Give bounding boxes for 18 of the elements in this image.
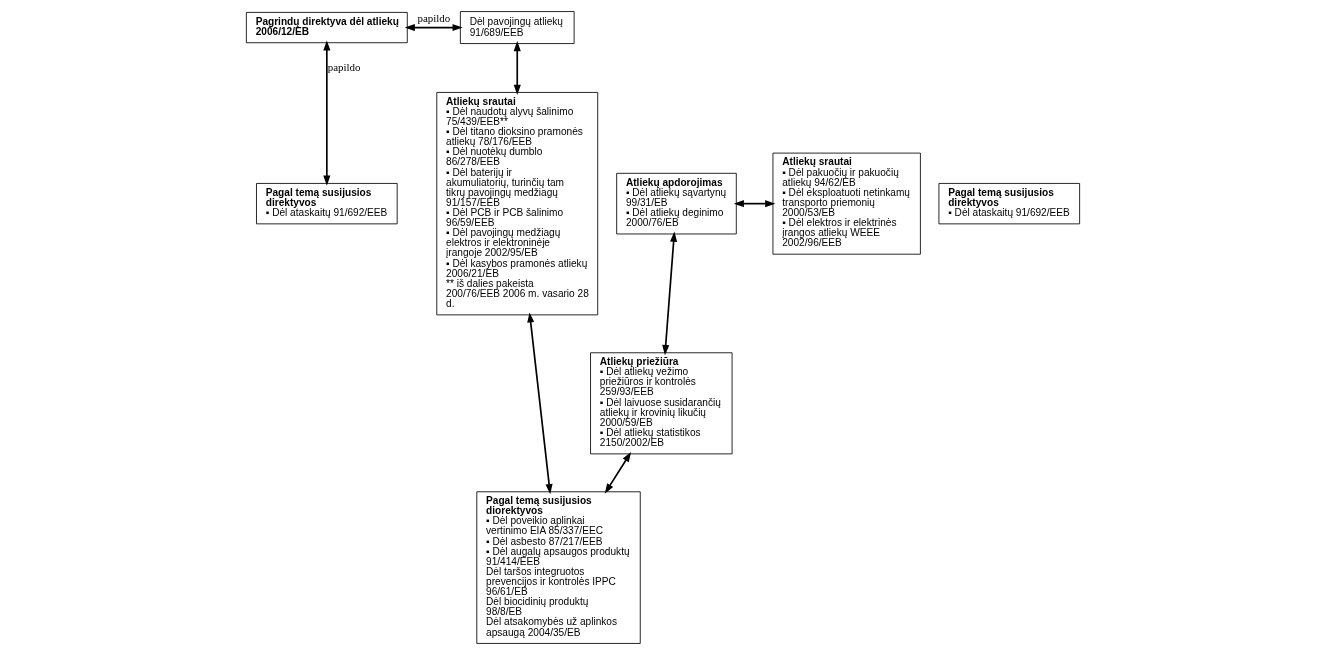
edge-label: papildo	[327, 60, 361, 73]
arrow	[404, 24, 463, 32]
node-box: Atliekų priežiūra ▪ Dėl atliekų vežimo priežiūros ir kontrolės 259/93/EEB ▪ Dėl laivuose susidarančių atliekų ir krovinių likučių 2000/59/EB ▪ Dėl atliekų statistikos 2150/2002/EB	[589, 352, 732, 455]
arrow	[322, 40, 330, 186]
arrow	[526, 312, 553, 495]
arrow	[604, 451, 631, 494]
node-box: Pagal temą susijusios diorektyvos ▪ Dėl poveikio aplinkai vertinimo EIA 85/337/EEC ▪ Dėl asbesto 87/217/EEB ▪ Dėl augalų apsaugos produktų 91/414/EEB Dėl taršos integruotos prevencijos ir kontrolės IPPC 96/61/EB Dėl biocidinių produktų 98/8/EB Dėl atsakomybės už aplinkos apsaugą 2004/35/EB	[475, 491, 641, 644]
node-box: Dėl pavojingų atliekų 91/689/EEB	[459, 11, 575, 44]
node-box: Atliekų apdorojimas ▪ Dėl atliekų sąvartynų 99/31/EB ▪ Dėl atliekų deginimo 2000/76/EB	[615, 172, 737, 235]
node-box: Pagrindų direktyva dėl atliekų 2006/12/EB	[245, 11, 408, 44]
node-box: Pagal temą susijusios direktyvos ▪ Dėl ataskaitų 91/692/EEB	[255, 183, 398, 225]
node-box: Atliekų srautai ▪ Dėl naudotų alyvų šalinimo 75/439/EEB** ▪ Dėl titano dioksino pramonės atliekų 78/176/EEB ▪ Dėl nuotėkų dumblo 86/278/EEB ▪ Dėl baterijų ir akumuliatorių, turinčių tam tikrų pavojingų medžiagų 91/157/EEB ▪ Dėl PCB ir PCB šalinimo 96/59/EEB ▪ Dėl pavojingų medžiagų elektros ir elektroninėje įrangoje 2002/95/EB ▪ Dėl kasybos pramonės atliekų 2006/21/EB ** iš dalies pakeista 200/76/EEB 2006 m. vasario 28 d.	[435, 92, 598, 316]
edge-label: papildo	[416, 12, 450, 24]
arrow	[661, 231, 677, 356]
node-box: Pagal temą susijusios direktyvos ▪ Dėl ataskaitų 91/692/EEB	[938, 183, 1080, 225]
arrow	[733, 200, 775, 208]
arrow	[513, 41, 521, 95]
node-box: Atliekų srautai ▪ Dėl pakuočių ir pakuočių atliekų 94/62/EB ▪ Dėl eksploatuoti netinkamų transporto priemonių 2000/53/EB ▪ Dėl elektros ir elektrinės įrangos atliekų WEEE 2002/96/EEB	[772, 152, 921, 255]
